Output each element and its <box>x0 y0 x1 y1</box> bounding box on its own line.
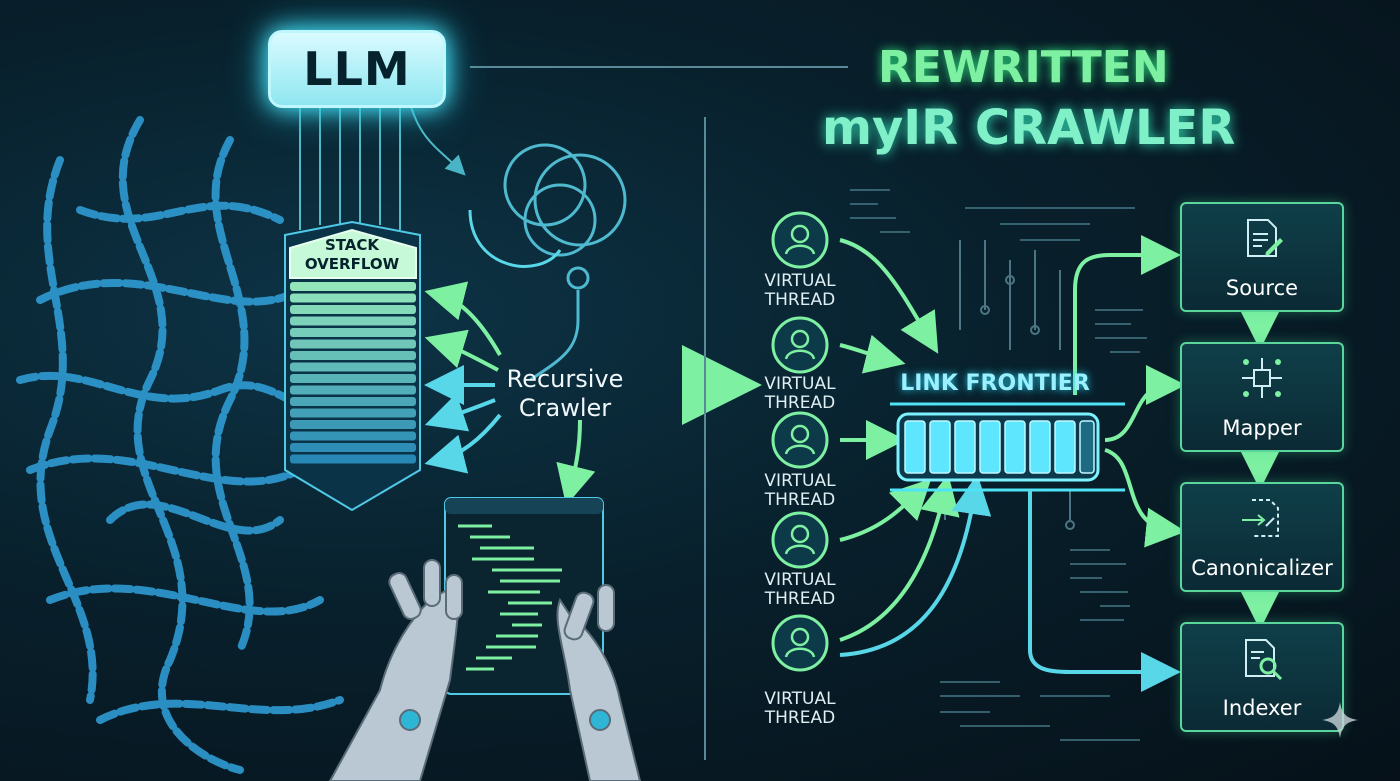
pipeline-label-mapper: Mapper <box>1222 416 1302 440</box>
llm-connection-lines <box>299 102 466 230</box>
queue-cell <box>1054 420 1076 474</box>
recursive-line-1: Recursive <box>506 365 624 393</box>
vt-line-2: THREAD <box>764 589 836 609</box>
queue-cell <box>904 420 926 474</box>
queue-cell <box>1029 420 1051 474</box>
vt-line-2: THREAD <box>764 490 836 510</box>
vt-line-2: THREAD <box>764 290 836 310</box>
pipeline-label-source: Source <box>1225 276 1299 300</box>
stack-layer <box>290 385 416 395</box>
document-search-icon <box>1245 639 1283 680</box>
stack-layer <box>290 305 416 314</box>
user-circle-icon <box>771 511 829 569</box>
pipeline-arrows <box>1028 235 1280 692</box>
virtual-thread-label-5: VIRTUAL THREAD <box>748 690 852 728</box>
stack-layer <box>290 374 416 383</box>
pipeline-box-source: Source <box>1180 202 1344 312</box>
icon-ring <box>771 411 829 469</box>
virtual-thread-label-3: VIRTUAL THREAD <box>748 472 852 510</box>
vt-line-2: THREAD <box>764 393 836 413</box>
virtual-thread-icons <box>771 211 829 672</box>
user-circle-icon <box>771 316 829 374</box>
icon-head <box>790 627 810 647</box>
stack-layer <box>290 443 416 452</box>
recursive-arrows <box>424 281 762 506</box>
icon-head <box>790 524 810 544</box>
chip-network-icon <box>1242 358 1282 398</box>
icon-head <box>790 224 810 244</box>
pipeline-label-canonicalizer: Canonicalizer <box>1191 556 1333 580</box>
vt-line-1: VIRTUAL <box>764 271 836 291</box>
stack-overflow-graphic <box>284 220 421 512</box>
stack-layer <box>290 351 416 360</box>
stack-layer <box>290 397 416 406</box>
stack-layer <box>290 431 416 441</box>
stack-overflow-label: STACK OVERFLOW <box>290 236 414 274</box>
virtual-thread-label-4: VIRTUAL THREAD <box>748 571 852 609</box>
user-circle-icon <box>771 211 829 269</box>
queue-cell <box>1004 420 1026 474</box>
pipeline-box-canonicalizer: Canonicalizer <box>1180 482 1344 592</box>
document-edit-icon <box>1247 219 1283 257</box>
stack-layer <box>290 408 416 418</box>
queue-cell-end <box>1079 420 1095 474</box>
tangled-chain-graphic <box>16 116 344 774</box>
queue-cell <box>929 420 951 474</box>
icon-head <box>790 329 810 349</box>
user-circle-icon <box>771 614 829 672</box>
icon-body <box>784 544 816 555</box>
divider-lines <box>470 66 848 760</box>
recursion-loop-graphic <box>468 143 627 382</box>
stack-layer <box>290 282 416 291</box>
vt-line-2: THREAD <box>764 708 836 728</box>
llm-box: LLM <box>268 30 446 108</box>
stack-layer <box>290 316 416 326</box>
queue-cell <box>979 420 1001 474</box>
stack-layer <box>290 339 416 349</box>
link-frontier-queue <box>890 402 1125 492</box>
recursive-line-2: Crawler <box>518 394 612 422</box>
icon-body <box>784 647 816 658</box>
stack-layer <box>290 454 416 464</box>
queue-cell <box>954 420 976 474</box>
vt-line-1: VIRTUAL <box>764 570 836 590</box>
title-line-1: REWRITTEN <box>878 42 1169 93</box>
pipeline-box-mapper: Mapper <box>1180 342 1344 452</box>
sparkle-icon <box>1322 702 1358 738</box>
vt-line-1: VIRTUAL <box>764 374 836 394</box>
icon-ring <box>771 316 829 374</box>
pipeline-label-indexer: Indexer <box>1222 696 1302 720</box>
title-line-2: myIR CRAWLER <box>822 100 1236 156</box>
robot-hands-graphic <box>328 559 642 781</box>
icon-ring <box>771 614 829 672</box>
virtual-thread-label-2: VIRTUAL THREAD <box>748 375 852 413</box>
icon-body <box>784 349 816 360</box>
document-merge-icon <box>1242 499 1279 537</box>
user-circle-icon <box>771 411 829 469</box>
pipeline-box-indexer: Indexer <box>1180 622 1344 732</box>
stack-layer <box>290 420 416 429</box>
icon-body <box>784 244 816 255</box>
stack-top-block <box>289 228 417 279</box>
stack-layer <box>290 293 416 303</box>
virtual-thread-label-1: VIRTUAL THREAD <box>748 272 852 310</box>
stack-layer <box>290 362 416 372</box>
recursive-crawler-label: Recursive Crawler <box>500 365 630 423</box>
code-snippet-decor <box>850 189 1147 741</box>
stack-label-line-2: OVERFLOW <box>304 255 400 273</box>
vt-line-1: VIRTUAL <box>764 471 836 491</box>
icon-ring <box>771 211 829 269</box>
icon-head <box>790 424 810 444</box>
link-frontier-label: LINK FRONTIER <box>900 371 1090 396</box>
icon-body <box>784 444 816 455</box>
stack-label-line-1: STACK <box>324 236 380 254</box>
icon-ring <box>771 511 829 569</box>
stack-layer <box>290 328 416 337</box>
vt-line-1: VIRTUAL <box>764 689 836 709</box>
llm-label: LLM <box>303 42 411 96</box>
thread-arrows <box>839 238 992 657</box>
